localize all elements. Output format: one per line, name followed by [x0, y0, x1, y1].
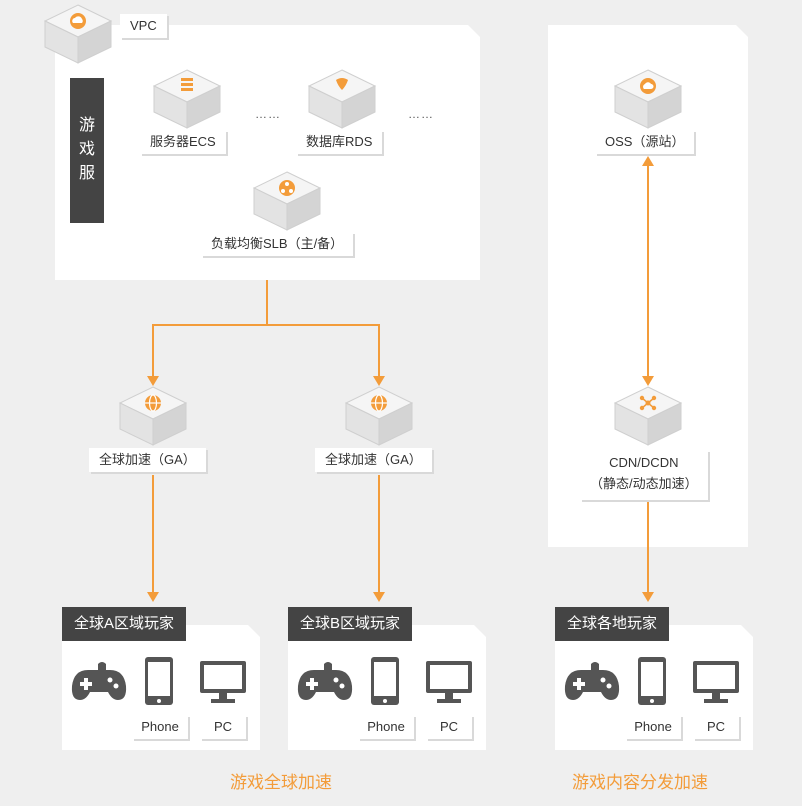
slb-cube-icon	[252, 170, 322, 231]
pc-label: PC	[693, 715, 739, 739]
oss-cube-icon	[613, 68, 683, 129]
slb-to-ga-line	[152, 280, 268, 378]
phone-label: Phone	[358, 715, 414, 739]
rds-cube-icon	[307, 68, 377, 129]
phone-icon	[371, 657, 399, 705]
ga-b-globe-cube-icon	[344, 385, 414, 446]
cdn-label-line1: CDN/DCDN	[609, 455, 679, 470]
pc-monitor-icon	[200, 661, 246, 703]
gamepad-icon	[71, 662, 127, 700]
caption-global-accel: 游戏全球加速	[230, 773, 332, 792]
caption-content-delivery: 游戏内容分发加速	[572, 773, 708, 792]
ga-a-label: 全球加速（GA）	[89, 448, 206, 472]
oss-label: OSS（源站）	[595, 130, 695, 154]
phone-label: Phone	[625, 715, 681, 739]
pc-monitor-icon	[693, 661, 739, 703]
pc-label: PC	[426, 715, 472, 739]
pc-monitor-icon	[426, 661, 472, 703]
pc-label: PC	[200, 715, 246, 739]
ecs-label: 服务器ECS	[140, 130, 226, 154]
player-group-b-title: 全球B区域玩家	[288, 607, 413, 641]
phone-icon	[638, 657, 666, 705]
cdn-label: CDN/DCDN （静态/动态加速）	[580, 450, 708, 500]
gamepad-icon	[297, 662, 353, 700]
cdn-label-line2: （静态/动态加速）	[590, 476, 698, 491]
vpc-label: VPC	[120, 14, 167, 38]
ecs-cube-icon	[152, 68, 222, 129]
game-server-label: 游戏服	[70, 78, 104, 223]
ellipsis-2: ……	[408, 107, 434, 121]
phone-label: Phone	[132, 715, 188, 739]
slb-to-ga-b-line	[267, 324, 380, 378]
vpc-cube-icon	[43, 3, 113, 64]
ga-b-label: 全球加速（GA）	[315, 448, 432, 472]
rds-label: 数据库RDS	[296, 130, 383, 154]
phone-icon	[145, 657, 173, 705]
player-group-all-title: 全球各地玩家	[555, 607, 670, 641]
slb-label: 负载均衡SLB（主/备）	[201, 232, 354, 256]
cdn-cube-icon	[613, 385, 683, 446]
player-group-a-title: 全球A区域玩家	[62, 607, 187, 641]
game-server-text: 游戏服	[79, 117, 96, 182]
ellipsis-1: ……	[255, 107, 281, 121]
gamepad-icon	[564, 662, 620, 700]
ga-a-globe-cube-icon	[118, 385, 188, 446]
